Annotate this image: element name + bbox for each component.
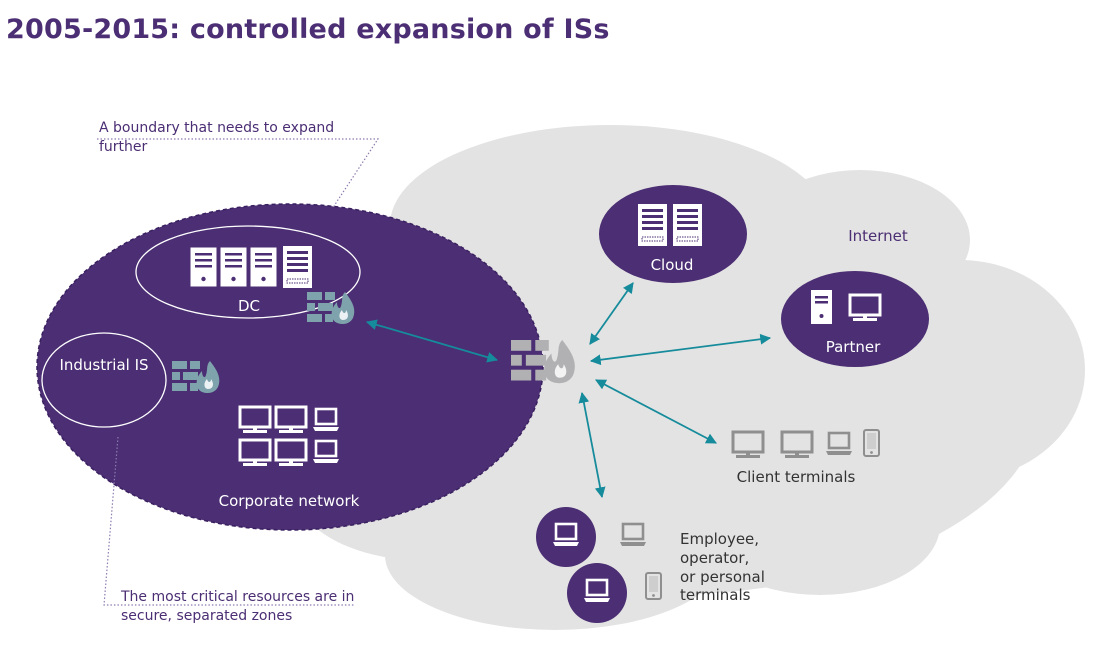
cloud-label: Cloud: [651, 256, 694, 274]
partner-devices: [811, 290, 882, 324]
page-title: 2005-2015: controlled expansion of ISs: [6, 14, 610, 45]
boundary-annotation: A boundary that needs to expand further: [97, 120, 380, 207]
arrow-employee-terminals: [578, 391, 606, 499]
server-icon: [282, 245, 313, 289]
employee-terminals: [536, 507, 662, 623]
corporate-network-label: Corporate network: [219, 492, 360, 510]
server-icon: [249, 246, 278, 288]
svg-text:The most critical resources ar: The most critical resources are in secur…: [120, 589, 359, 624]
server-icon: [219, 246, 248, 288]
firewall-icon: [510, 340, 575, 384]
server-icon: [811, 290, 832, 324]
internet-label: Internet: [848, 227, 908, 245]
firewall-icon: [172, 361, 220, 393]
arrow-cloud: [589, 282, 634, 345]
dc-servers: [189, 245, 313, 289]
arrow-corporate-firewall: [365, 319, 499, 363]
client-terminals-label: Client terminals: [737, 468, 856, 486]
partner-label: Partner: [826, 338, 881, 356]
employee-terminals-label: Employee, operator, or personal terminal…: [680, 530, 770, 604]
arrow-client-terminals: [595, 379, 717, 444]
critical-annotation: The most critical resources are in secur…: [103, 436, 359, 624]
industrial-is-zone: [41, 332, 167, 428]
server-icon: [637, 203, 668, 247]
dc-label: DC: [238, 297, 260, 315]
server-icon: [189, 246, 218, 288]
server-icon: [672, 203, 703, 247]
connection-arrows: [365, 282, 772, 499]
firewall-icon: [307, 292, 355, 324]
industrial-is-label: Industrial IS: [59, 356, 148, 374]
arrow-partner: [589, 333, 772, 366]
svg-text:A boundary that needs to expan: A boundary that needs to expand further: [99, 120, 339, 155]
dc-zone: [135, 225, 361, 319]
corporate-network-zone: [36, 203, 544, 531]
